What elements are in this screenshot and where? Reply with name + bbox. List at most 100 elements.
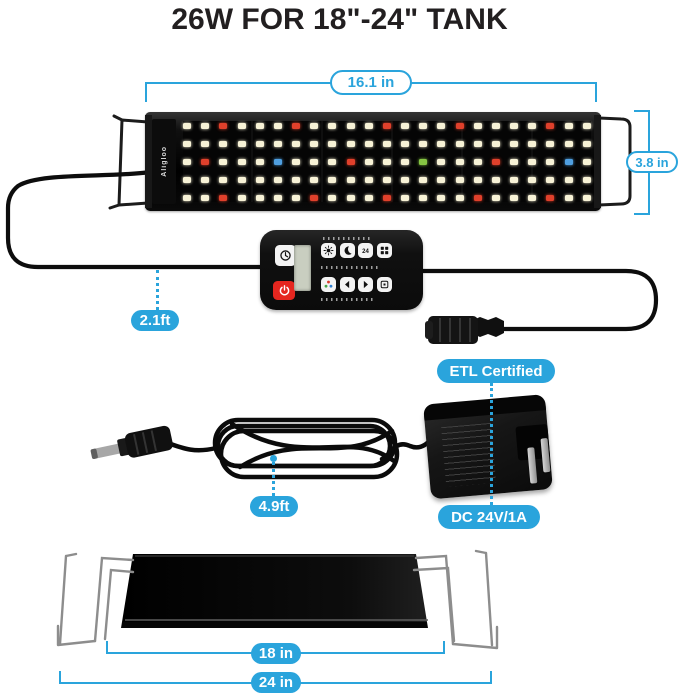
led xyxy=(273,158,282,165)
led xyxy=(455,122,464,129)
led xyxy=(473,158,482,165)
button-caption-marks xyxy=(321,266,379,269)
sun-button xyxy=(321,243,336,258)
led xyxy=(183,176,191,183)
rgb-icon xyxy=(323,279,334,290)
led xyxy=(237,158,246,165)
led xyxy=(528,122,537,129)
dim-down-button xyxy=(339,277,355,292)
led xyxy=(183,140,191,147)
led xyxy=(473,122,482,129)
body-length-label: 18 in xyxy=(251,643,301,664)
led xyxy=(237,176,246,183)
controller-cable-length-label: 2.1ft xyxy=(131,310,179,331)
led xyxy=(346,140,355,147)
moon-button xyxy=(339,243,355,258)
led xyxy=(364,176,373,183)
led xyxy=(255,122,264,129)
moon-icon xyxy=(342,245,353,256)
led xyxy=(455,176,464,183)
led xyxy=(219,158,228,165)
led xyxy=(582,122,591,129)
grid-icon xyxy=(379,245,390,256)
adapter-spec-label xyxy=(441,422,497,488)
led xyxy=(364,158,373,165)
led xyxy=(292,194,301,201)
led xyxy=(382,194,391,201)
led xyxy=(582,194,591,201)
body-length-tick-left xyxy=(106,641,108,653)
led xyxy=(546,140,555,147)
led xyxy=(364,122,373,129)
led xyxy=(382,176,391,183)
led xyxy=(455,194,464,201)
led xyxy=(292,140,301,147)
led xyxy=(219,140,228,147)
rgb-button xyxy=(321,277,336,292)
led xyxy=(328,140,337,147)
led xyxy=(473,176,482,183)
led xyxy=(564,140,573,147)
led-light-fixture: Aligloo xyxy=(145,112,601,211)
power-icon xyxy=(278,284,291,297)
fixture-bracket-left xyxy=(108,114,150,210)
led xyxy=(473,140,482,147)
led xyxy=(491,140,500,147)
led xyxy=(183,194,191,201)
button-caption-marks xyxy=(321,298,373,301)
light-controller: 24 xyxy=(260,230,423,310)
led xyxy=(310,158,319,165)
led xyxy=(455,158,464,165)
led xyxy=(382,122,391,129)
dc-plug xyxy=(90,425,173,459)
led xyxy=(201,140,210,147)
led xyxy=(382,140,391,147)
led xyxy=(419,194,428,201)
bottom-bracket-right xyxy=(412,549,499,650)
controller-cable-right xyxy=(418,268,659,332)
bottom-fixture xyxy=(56,549,499,650)
led xyxy=(364,194,373,201)
led xyxy=(237,122,246,129)
led xyxy=(310,140,319,147)
led xyxy=(273,140,282,147)
led xyxy=(201,176,210,183)
fixture-height-label: 3.8 in xyxy=(626,151,678,173)
led xyxy=(328,176,337,183)
led xyxy=(401,122,410,129)
led xyxy=(491,122,500,129)
dc-jack xyxy=(425,316,504,344)
svg-text:24: 24 xyxy=(362,249,369,255)
ok-icon xyxy=(379,279,390,290)
led xyxy=(546,194,555,201)
led xyxy=(401,158,410,165)
led xyxy=(491,158,500,165)
led xyxy=(510,140,519,147)
fixture-width-label: 16.1 in xyxy=(330,70,412,95)
led xyxy=(510,176,519,183)
led xyxy=(273,176,282,183)
led xyxy=(273,194,282,201)
timer-button xyxy=(275,245,296,266)
led-row xyxy=(183,193,591,202)
led xyxy=(564,158,573,165)
controller-display xyxy=(294,245,311,291)
led xyxy=(401,194,410,201)
controller-button-row-top: 24 xyxy=(321,243,392,258)
page-title: 26W FOR 18"-24" TANK xyxy=(171,3,508,36)
led-array xyxy=(183,121,591,202)
led xyxy=(346,158,355,165)
led xyxy=(292,176,301,183)
cycle-icon: 24 xyxy=(360,245,371,256)
led xyxy=(219,194,228,201)
led xyxy=(237,140,246,147)
led xyxy=(437,122,446,129)
led xyxy=(310,176,319,183)
brand-label: Aligloo xyxy=(152,119,176,204)
button-caption-marks xyxy=(323,237,373,240)
led xyxy=(346,122,355,129)
extended-length-label: 24 in xyxy=(251,672,301,693)
led xyxy=(292,122,301,129)
led xyxy=(582,158,591,165)
